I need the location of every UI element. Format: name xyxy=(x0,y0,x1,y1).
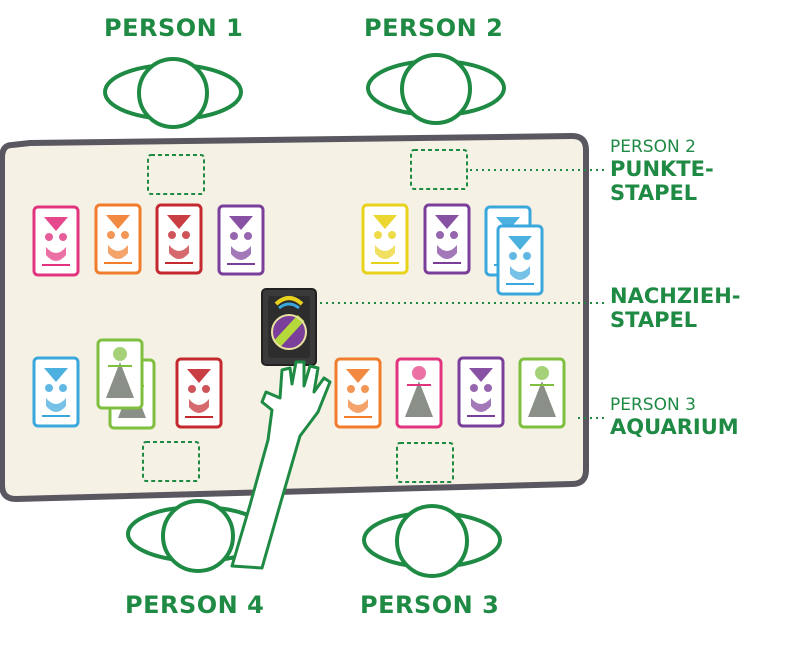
person-4-arm xyxy=(230,360,332,570)
callout-aquarium-line1: AQUARIUM xyxy=(610,415,739,439)
fish-card xyxy=(217,204,265,276)
callout-draw-pile-line2: STAPEL xyxy=(610,308,698,332)
fish-card xyxy=(457,356,505,428)
fish-card xyxy=(155,203,203,275)
points-pile-person-3 xyxy=(396,442,454,483)
seat-person-3 xyxy=(362,504,502,578)
fish-card xyxy=(423,203,471,275)
fish-card xyxy=(32,356,80,428)
callout-aquarium-owner: PERSON 3 xyxy=(610,395,696,415)
fish-card xyxy=(175,357,223,429)
points-pile-person-4 xyxy=(142,441,200,482)
points-pile-person-1 xyxy=(147,154,205,195)
callout-points-pile-owner: PERSON 2 xyxy=(610,137,696,157)
fish-card xyxy=(496,224,544,296)
callout-points-pile-line1: PUNKTE- xyxy=(610,157,714,181)
callout-draw-pile: NACHZIEH- STAPEL xyxy=(610,284,741,332)
label-person-1: PERSON 1 xyxy=(104,14,244,42)
callout-aquarium: PERSON 3 AQUARIUM xyxy=(610,395,739,440)
label-person-3: PERSON 3 xyxy=(360,591,500,619)
seat-person-1 xyxy=(103,57,243,129)
label-person-2: PERSON 2 xyxy=(364,14,504,42)
callout-draw-pile-line1: NACHZIEH- xyxy=(610,284,741,308)
callout-points-pile: PERSON 2 PUNKTE- STAPEL xyxy=(610,137,714,206)
callout-points-pile-line2: STAPEL xyxy=(610,181,698,205)
fish-card xyxy=(334,357,382,429)
fish-card xyxy=(32,205,80,277)
fish-card xyxy=(361,203,409,275)
fish-card xyxy=(395,357,443,429)
draw-pile xyxy=(261,288,317,366)
fish-card xyxy=(518,357,566,429)
seat-person-4 xyxy=(126,499,270,573)
seat-person-2 xyxy=(366,53,506,125)
points-pile-person-2 xyxy=(410,149,468,190)
fish-card xyxy=(94,203,142,275)
fish-card xyxy=(96,338,144,410)
label-person-4: PERSON 4 xyxy=(125,591,265,619)
